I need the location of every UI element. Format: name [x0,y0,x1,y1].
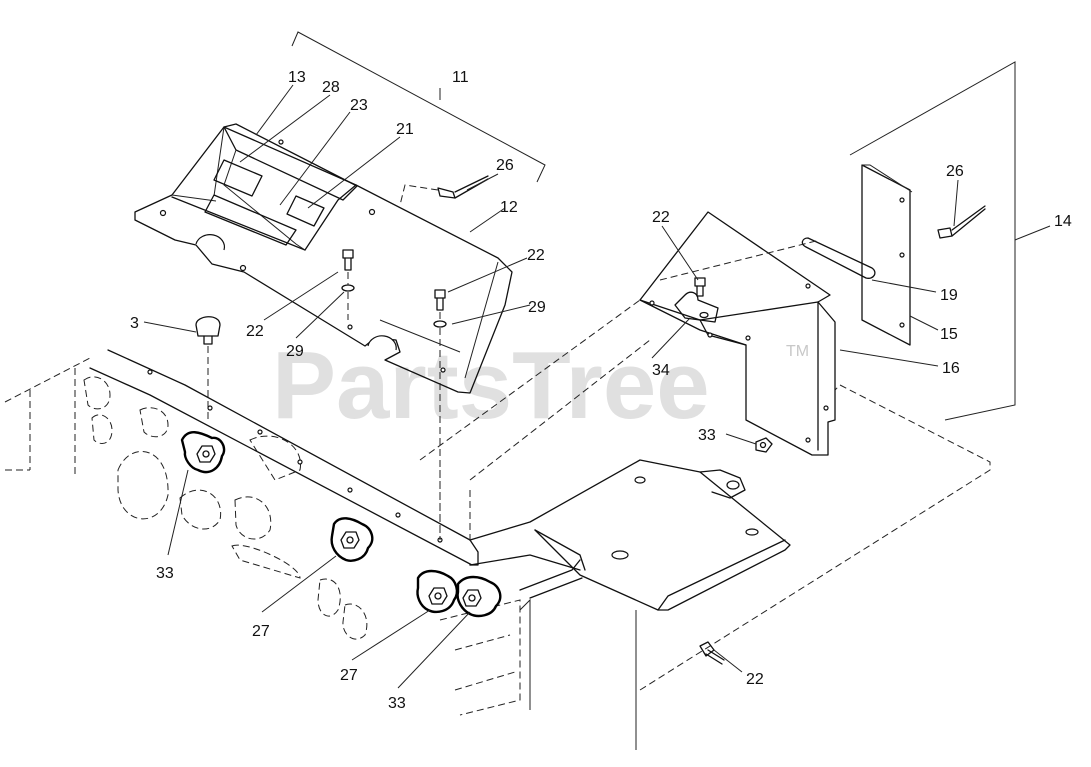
callout-29-b: 29 [286,343,304,360]
callout-33-a: 33 [156,565,174,582]
callout-15: 15 [940,326,958,343]
callout-34: 34 [652,362,670,379]
callout-22-c: 22 [652,209,670,226]
callout-12: 12 [500,199,518,216]
frame-rail [4,349,479,640]
callout-16: 16 [942,360,960,377]
support-leg [439,598,531,716]
screw-22-bottom [699,641,725,665]
callout-26-top: 26 [496,157,514,174]
callout-11: 11 [452,69,469,86]
nut-33-left [180,431,226,474]
callout-27-a: 27 [252,623,270,640]
callout-33-c: 33 [698,427,716,444]
callout-21: 21 [396,121,414,138]
strap-19 [801,237,876,279]
nut-27-left [330,517,374,562]
callout-13: 13 [288,69,306,86]
callout-29-a: 29 [528,299,546,316]
rubber-bumper-3 [195,316,221,420]
screw-22-right [433,289,447,540]
callout-23: 23 [350,97,368,114]
panel-15 [861,164,913,346]
control-panel-plate [134,31,546,394]
callout-27-b: 27 [340,667,358,684]
screw-22-left [341,249,355,320]
leader-lines [143,84,1051,689]
callout-19: 19 [940,287,958,304]
callout-22-b: 22 [246,323,264,340]
rivet-26-right [937,205,986,239]
nut-33-right [456,575,502,618]
callout-28: 28 [322,79,340,96]
mount-plate [419,299,991,750]
bracket-14-outline [849,61,1016,421]
watermark-trademark: TM [786,343,809,360]
callout-22-a: 22 [527,247,545,264]
rivet-26-top [399,175,489,206]
bracket-16 [639,211,836,456]
callout-3: 3 [130,315,139,332]
callout-33-b: 33 [388,695,406,712]
callout-26-right: 26 [946,163,964,180]
callout-14: 14 [1054,213,1072,230]
callout-22-d: 22 [746,671,764,688]
watermark: PartsTree [272,332,710,439]
callout-labels: 13 28 23 11 21 26 12 22 29 22 29 3 33 27… [130,69,1072,712]
nut-27-right [416,569,459,614]
